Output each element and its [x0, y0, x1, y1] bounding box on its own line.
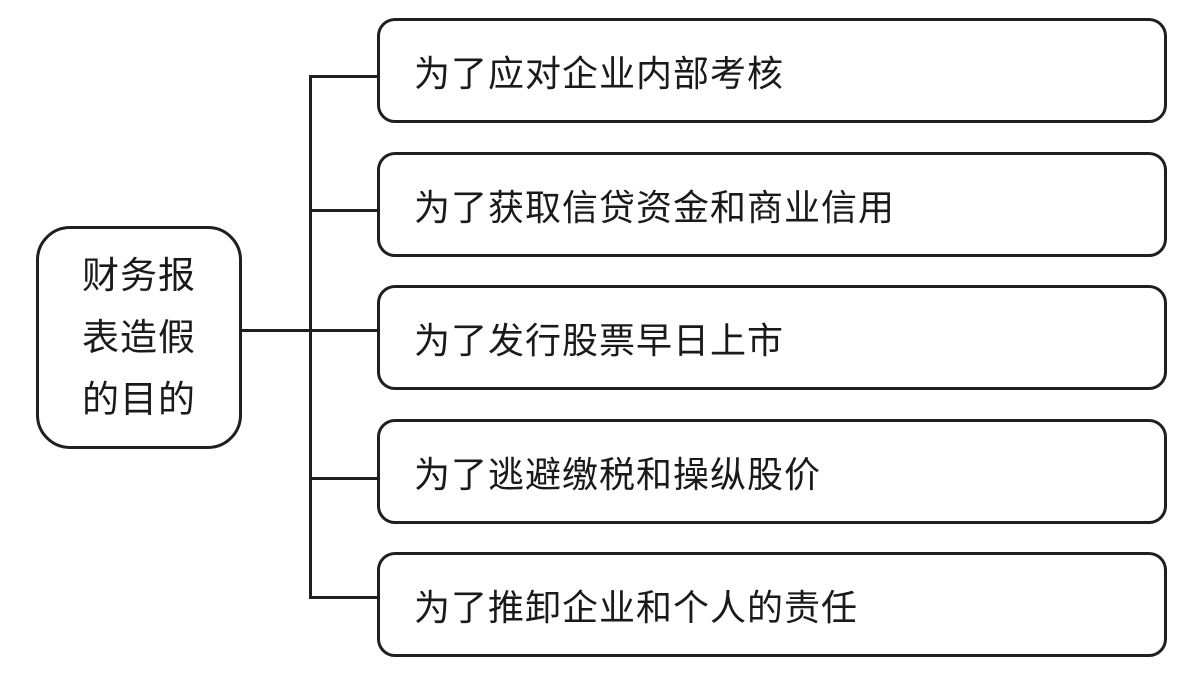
root-node: 财务报表造假的目的: [36, 226, 242, 449]
branch-connector: [309, 477, 378, 480]
branch-connector: [309, 596, 378, 599]
child-node: 为了推卸企业和个人的责任: [377, 552, 1167, 657]
child-node-label: 为了发行股票早日上市: [414, 320, 785, 362]
root-connector: [241, 329, 311, 332]
child-node-label: 为了获取信贷资金和商业信用: [414, 187, 896, 229]
child-node: 为了应对企业内部考核: [377, 18, 1167, 123]
branch-connector: [309, 75, 378, 78]
child-node-label: 为了推卸企业和个人的责任: [414, 587, 859, 629]
child-node: 为了获取信贷资金和商业信用: [377, 152, 1167, 257]
child-node-label: 为了应对企业内部考核: [414, 53, 785, 95]
child-node: 为了逃避缴税和操纵股价: [377, 419, 1167, 524]
root-node-label: 财务报表造假的目的: [82, 253, 196, 421]
branch-connector: [309, 209, 378, 212]
child-node-label: 为了逃避缴税和操纵股价: [414, 454, 822, 496]
branch-connector: [309, 329, 378, 332]
trunk-line: [309, 75, 312, 599]
child-node: 为了发行股票早日上市: [377, 285, 1167, 390]
